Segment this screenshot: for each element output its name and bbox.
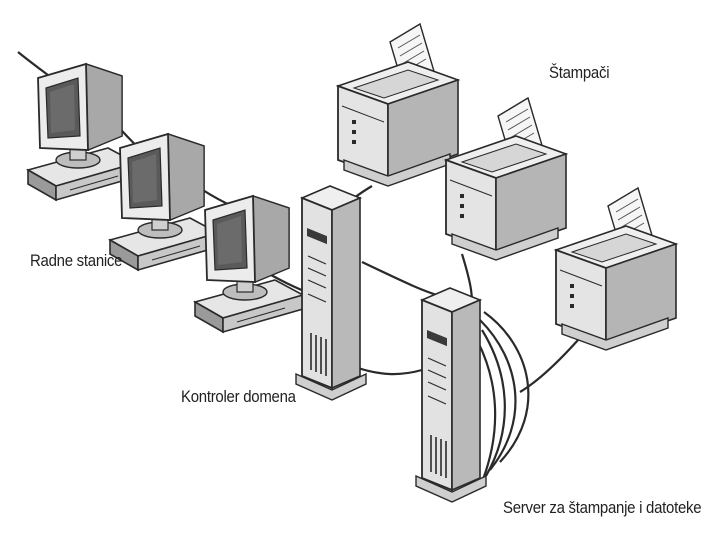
printers-label: Štampači — [549, 63, 610, 82]
workstation-2 — [109, 133, 219, 271]
workstation-1 — [27, 63, 137, 201]
printer-2 — [445, 97, 567, 261]
print-file-server — [415, 287, 487, 503]
workstation-3 — [194, 195, 304, 333]
workstations-label: Radne stanice — [30, 251, 123, 270]
print-file-server-label: Server za štampanje i datoteke — [503, 498, 702, 517]
printer-1 — [337, 23, 459, 187]
printer-3 — [555, 187, 677, 351]
domain-controller-label: Kontroler domena — [181, 387, 296, 406]
domain-controller-server — [295, 185, 367, 401]
